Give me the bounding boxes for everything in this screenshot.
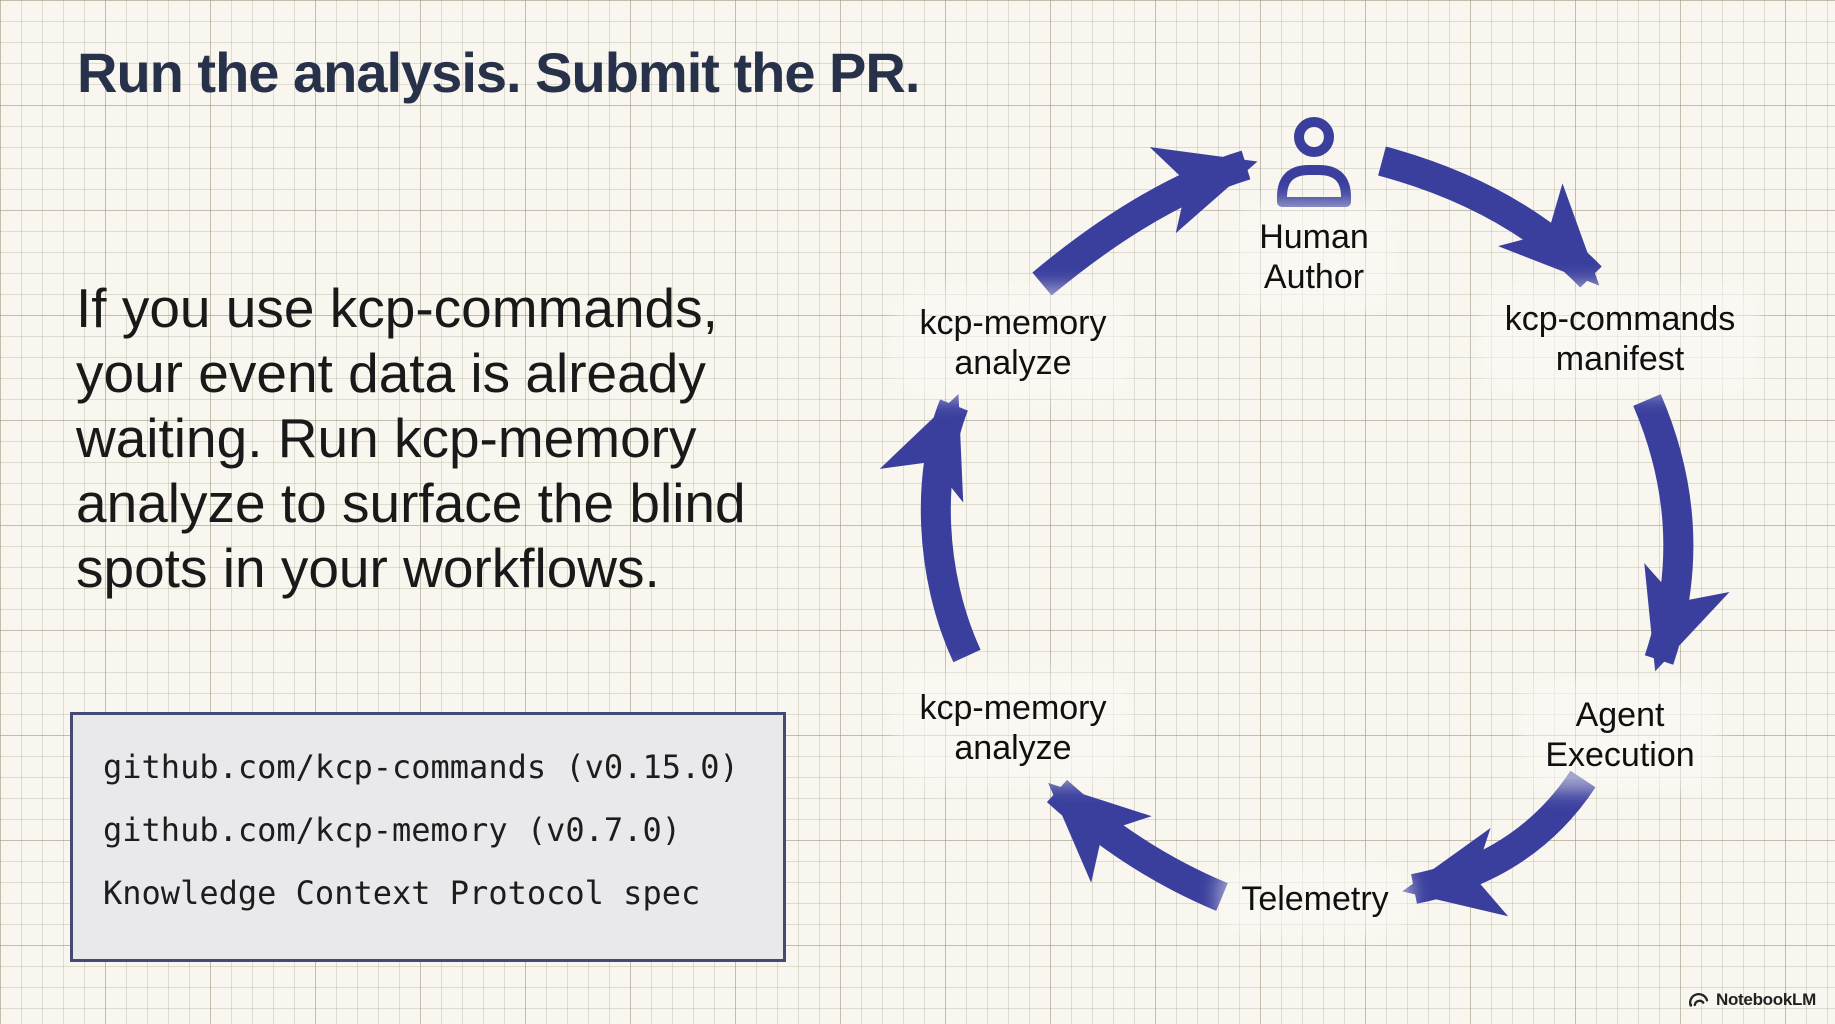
notebooklm-logo-icon bbox=[1689, 992, 1709, 1007]
arrow-kcp-memory-analyze-to-kcp-memory-analyze bbox=[879, 393, 981, 663]
repo-link-kcp-memory: github.com/kcp-memory (v0.7.0) bbox=[103, 811, 681, 849]
person-icon bbox=[1277, 117, 1351, 207]
body-line: analyze to surface the blind bbox=[76, 472, 746, 534]
body-text: If you use kcp-commands, your event data… bbox=[76, 276, 746, 601]
node-kcp-memory-analyze-upper: kcp-memory analyze bbox=[907, 299, 1119, 387]
body-line: spots in your workflows. bbox=[76, 537, 660, 599]
node-agent-execution: Agent Execution bbox=[1533, 691, 1707, 779]
arrow-kcp-commands-manifest-to-agent-execution bbox=[1633, 394, 1730, 672]
body-line: waiting. Run kcp-memory bbox=[76, 407, 697, 469]
kcp-spec-link: Knowledge Context Protocol spec bbox=[103, 874, 701, 912]
node-kcp-commands-manifest: kcp-commands manifest bbox=[1492, 295, 1748, 383]
arrow-agent-execution-to-telemetry bbox=[1402, 770, 1596, 917]
notebooklm-watermark: NotebookLM bbox=[1688, 990, 1816, 1010]
node-telemetry: Telemetry bbox=[1229, 875, 1401, 923]
watermark-label: NotebookLM bbox=[1716, 990, 1816, 1009]
arrow-human-author-to-kcp-commands-manifest bbox=[1378, 146, 1602, 288]
slide-title: Run the analysis. Submit the PR. bbox=[77, 41, 920, 104]
node-kcp-memory-analyze-lower: kcp-memory analyze bbox=[907, 684, 1119, 772]
node-human-author: Human Author bbox=[1247, 213, 1381, 301]
arrow-telemetry-to-kcp-memory-analyze bbox=[1046, 779, 1228, 911]
repo-links-box: github.com/kcp-commands (v0.15.0) github… bbox=[70, 712, 786, 962]
repo-link-kcp-commands: github.com/kcp-commands (v0.15.0) bbox=[103, 748, 739, 786]
body-line: If you use kcp-commands, bbox=[76, 277, 718, 339]
body-line: your event data is already bbox=[76, 342, 706, 404]
arrow-kcp-memory-analyze-to-human-author bbox=[1032, 147, 1258, 296]
